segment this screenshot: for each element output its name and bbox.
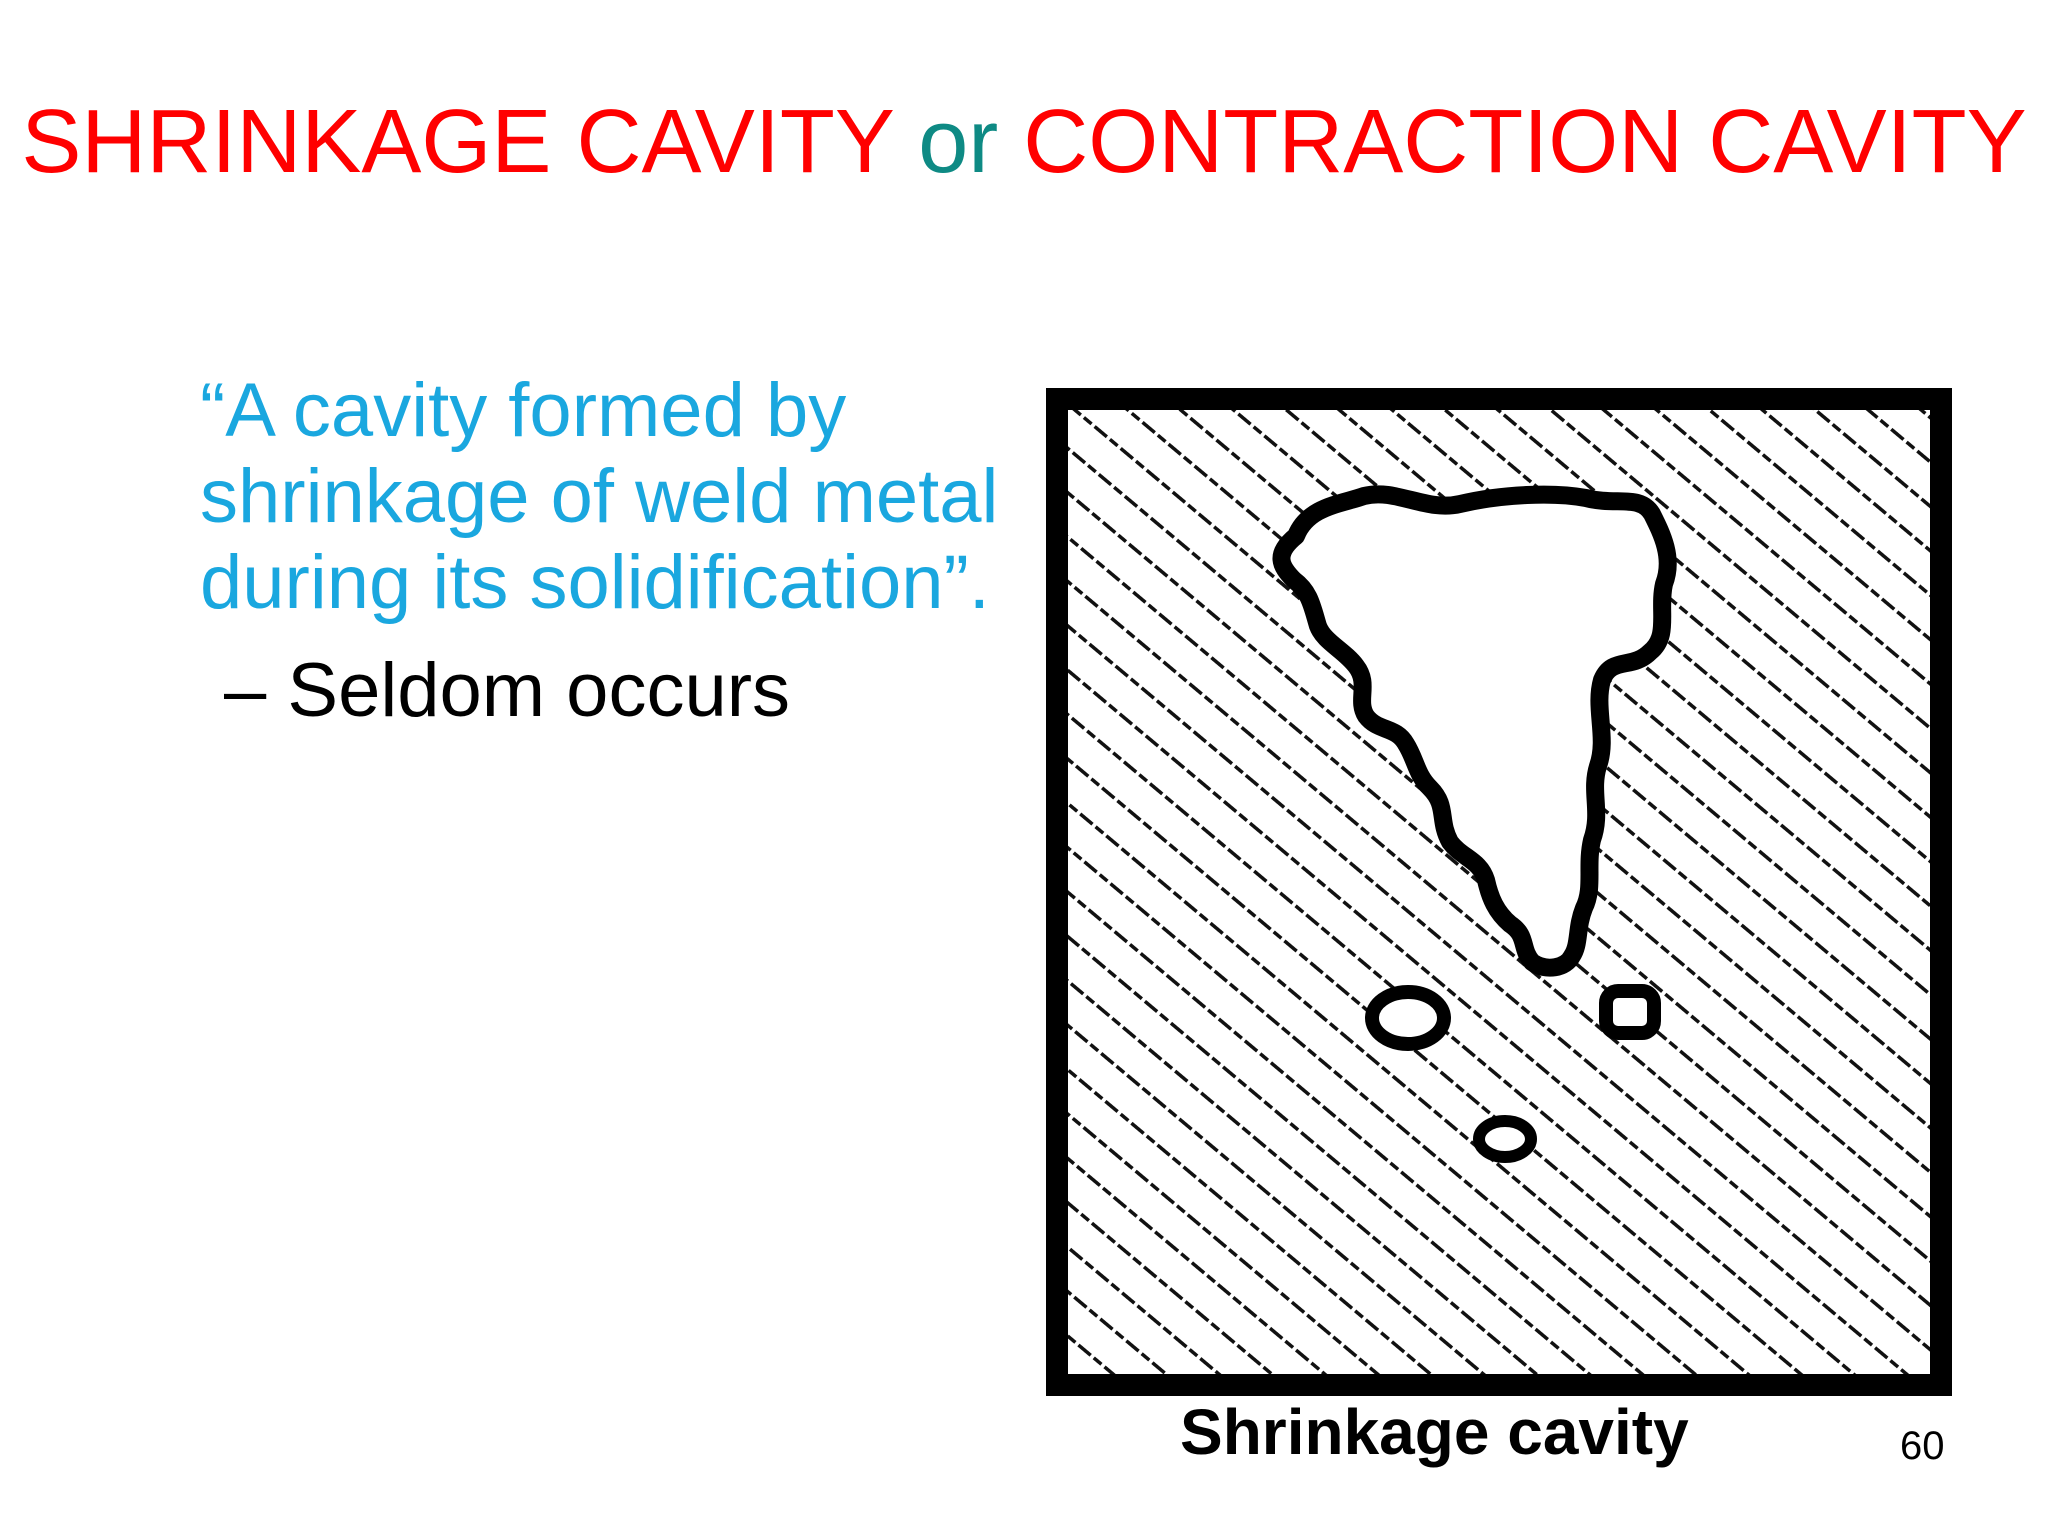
definition-text: “A cavity formed by shrinkage of weld me…: [200, 368, 999, 625]
page-number: 60: [1900, 1424, 1945, 1468]
figure-caption: Shrinkage cavity: [1180, 1396, 1689, 1468]
pore-right: [1599, 984, 1661, 1040]
diagram-border: [1046, 388, 1952, 1396]
sub-bullet: – Seldom occurs: [224, 648, 791, 733]
title-connector: or: [918, 92, 999, 192]
title-part-1: SHRINKAGE CAVITY: [21, 92, 919, 192]
slide-title: SHRINKAGE CAVITY or CONTRACTION CAVITY: [0, 86, 2048, 198]
pore-bottom: [1473, 1115, 1537, 1163]
pore-left: [1365, 985, 1451, 1051]
shrinkage-cavity-diagram: [1046, 388, 1952, 1396]
bullet-list: “A cavity formed by shrinkage of weld me…: [200, 368, 1000, 734]
title-part-2: CONTRACTION CAVITY: [998, 92, 2027, 192]
main-cavity: [1272, 485, 1677, 977]
